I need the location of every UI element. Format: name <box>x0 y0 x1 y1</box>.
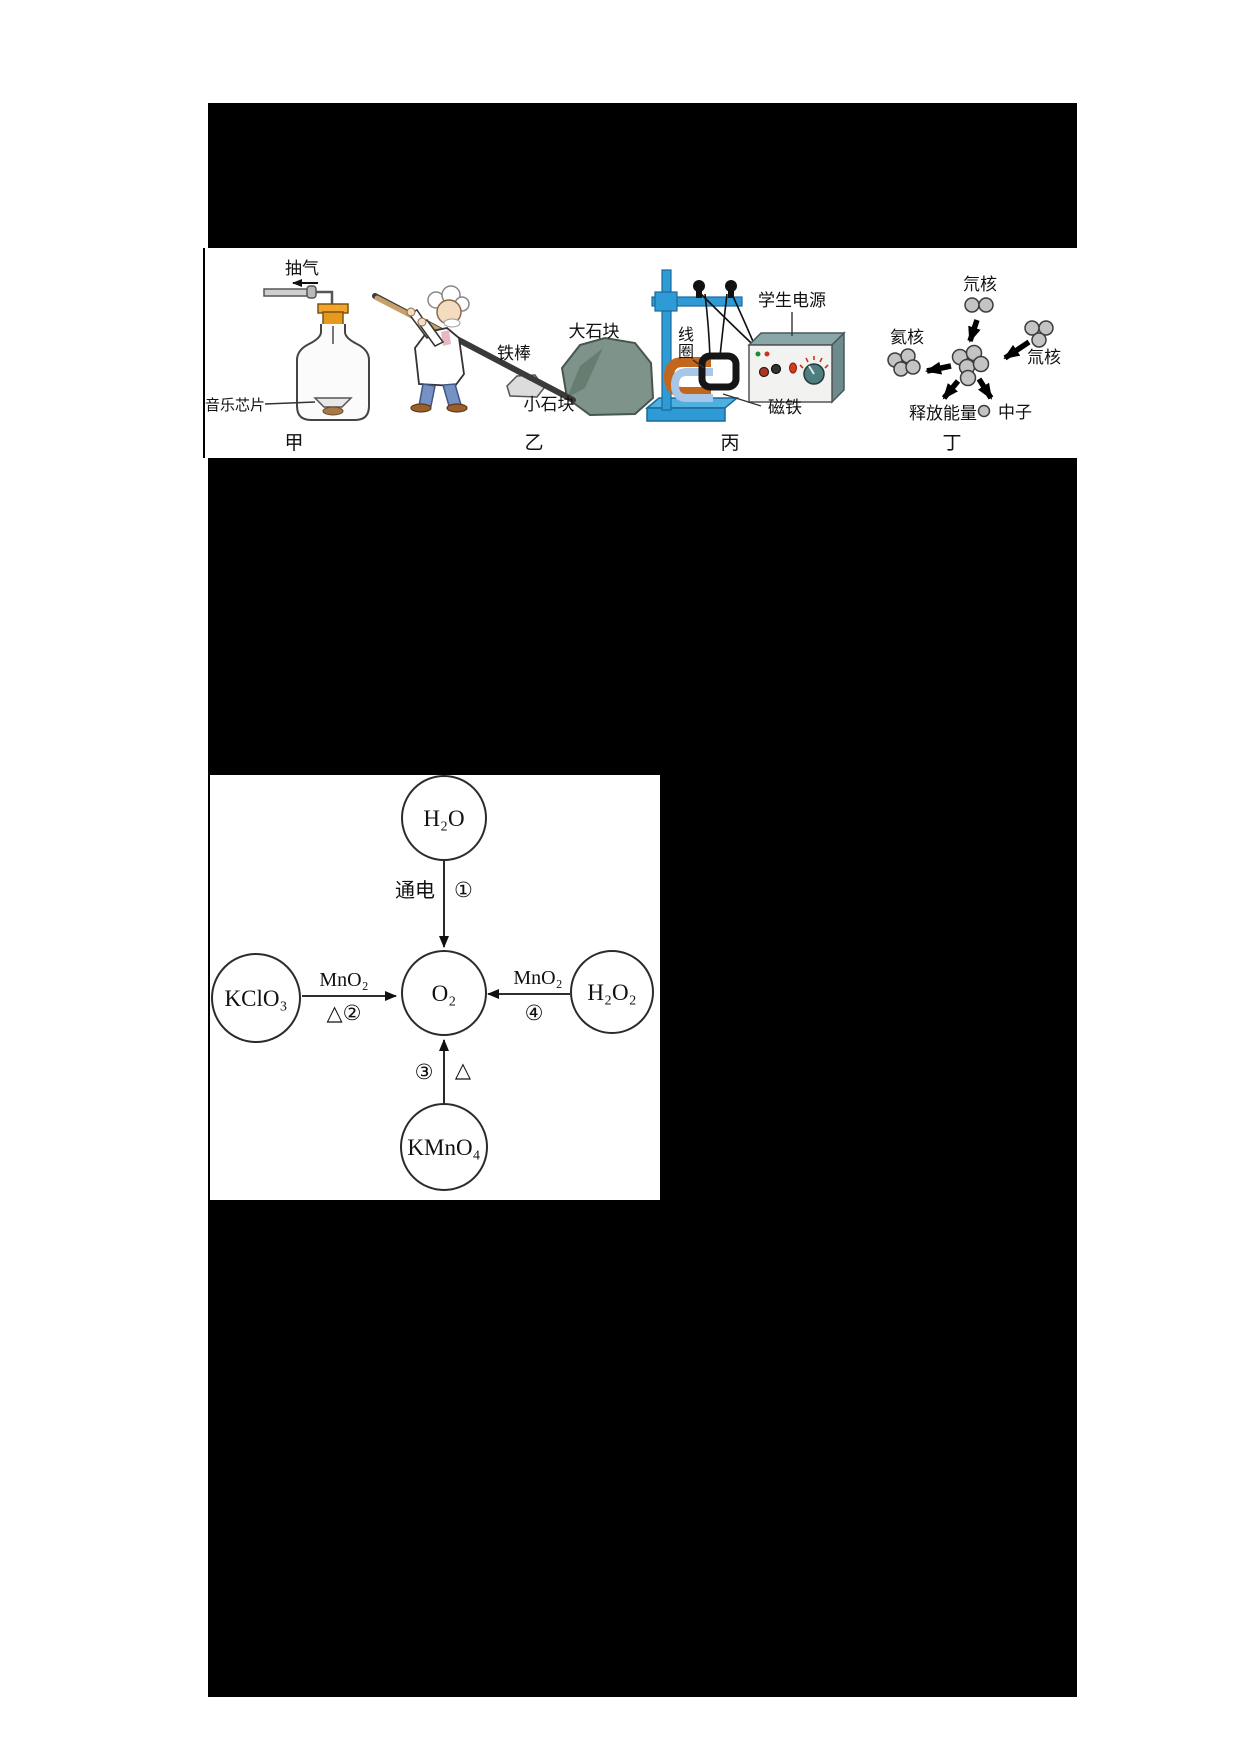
node-kmno4 <box>400 1103 488 1191</box>
coil-wire-right <box>719 293 728 357</box>
node-kmno4-label: KMnO₄ <box>407 1135 480 1160</box>
node-h2o2 <box>570 950 654 1034</box>
helium-nucleus <box>887 348 921 377</box>
arrow-neutron-out <box>976 377 994 400</box>
binding-post-right <box>725 280 737 292</box>
magnet-label: 磁铁 <box>768 398 802 417</box>
caption-bing: 丙 <box>720 433 739 454</box>
magnet-pointer <box>722 393 762 407</box>
node-o2 <box>401 950 487 1036</box>
pump-nozzle <box>306 285 317 299</box>
music-chip-pointer <box>264 401 316 405</box>
psu-knob-ticks <box>799 356 829 369</box>
coil-label-line2: 圈 <box>678 343 694 361</box>
caption-ding: 丁 <box>942 433 961 454</box>
tritium-nucleus <box>1024 320 1054 348</box>
music-chip <box>322 406 344 416</box>
big-rock-label: 大石块 <box>569 322 620 341</box>
deuterium-nucleus <box>964 297 994 313</box>
energy-label: 释放能量 <box>909 404 977 423</box>
delta2-label: △② <box>327 1002 362 1025</box>
mno2-left-label: MnO₂ <box>319 969 368 991</box>
node-kclo3 <box>211 953 301 1043</box>
pump-tube <box>263 288 310 297</box>
figures-strip: 抽气 音乐芯片 甲 <box>203 248 1081 458</box>
arrow-deuterium-in <box>967 319 981 343</box>
post-stem-left <box>696 290 702 298</box>
psu-terminal-red <box>758 366 770 378</box>
arrow-helium-out <box>925 361 952 375</box>
scientist-figure <box>406 285 470 413</box>
step1-label: ① <box>454 879 473 902</box>
coil <box>698 352 740 391</box>
binding-post-left <box>693 280 705 292</box>
chem-diagram-box: H₂O O₂ KClO₃ H₂O₂ KMnO₄ 通电 ① MnO₂ △② MnO… <box>208 775 660 1200</box>
fusion-cluster <box>951 344 990 387</box>
arrow-energy-out <box>941 379 961 400</box>
stand-base <box>646 407 726 422</box>
neutron-label: 中子 <box>998 403 1032 422</box>
node-h2o <box>401 775 487 861</box>
panel-yi-lever: 铁棒 大石块 小石块 乙 <box>372 285 655 454</box>
coil-wire-left <box>704 293 711 359</box>
music-chip-label: 音乐芯片 <box>205 397 265 414</box>
iron-rod-label: 铁棒 <box>497 344 531 363</box>
post-stem-right <box>728 290 734 298</box>
psu-button <box>789 362 797 374</box>
stand-pole <box>661 269 672 411</box>
stopper-plug <box>322 311 344 326</box>
psu-indicator-green <box>755 351 761 357</box>
coil-label-line1: 线 <box>678 326 694 344</box>
caption-yi: 乙 <box>524 433 543 454</box>
redaction-block-top <box>208 103 1077 248</box>
electrify-label: 通电 <box>395 879 435 902</box>
arrow-tritium-in <box>1003 339 1031 361</box>
big-rock <box>560 336 655 417</box>
node-o2-label: O₂ <box>432 981 457 1006</box>
power-supply-label: 学生电源 <box>758 291 826 310</box>
stand-clamp <box>654 291 678 312</box>
deuterium-label: 氘核 <box>963 275 997 294</box>
glass-bottle <box>296 324 370 421</box>
coil-pointer <box>692 359 705 369</box>
psu-indicator-red <box>764 351 770 357</box>
delta-label: △ <box>455 1059 472 1082</box>
psu-knob-pointer <box>808 365 815 375</box>
big-rock-shadow <box>567 348 603 398</box>
step4-label: ④ <box>525 1002 544 1025</box>
psu-terminal-black <box>770 363 782 375</box>
pump-pipe <box>316 290 334 306</box>
psu-top <box>747 332 846 346</box>
node-h2o-label: H₂O <box>423 806 464 831</box>
mno2-right-label: MnO₂ <box>513 967 562 989</box>
caption-jia: 甲 <box>284 433 303 454</box>
psu-side <box>831 331 845 404</box>
figures-strip-svg: 抽气 音乐芯片 甲 <box>205 259 1061 454</box>
node-kclo3-label: KClO₃ <box>225 986 288 1011</box>
panel-ding-fusion: 氘核 氚核 氦核 <box>887 275 1061 454</box>
chem-diagram-svg: H₂O O₂ KClO₃ H₂O₂ KMnO₄ 通电 ① MnO₂ △② MnO… <box>211 775 654 1191</box>
small-rock-label: 小石块 <box>524 395 575 414</box>
chip-dish <box>313 397 353 408</box>
step3-label: ③ <box>415 1061 434 1084</box>
panel-bing-coil-magnet: 线 圈 学生电源 <box>644 269 846 454</box>
helium-label: 氦核 <box>890 328 924 347</box>
panel-jia-bell-jar: 抽气 音乐芯片 甲 <box>205 259 370 454</box>
tritium-label: 氚核 <box>1027 348 1061 367</box>
node-h2o2-label: H₂O₂ <box>587 980 636 1005</box>
neutron-particle <box>977 404 991 418</box>
pump-label: 抽气 <box>285 259 319 278</box>
magnet-lower <box>670 368 713 402</box>
